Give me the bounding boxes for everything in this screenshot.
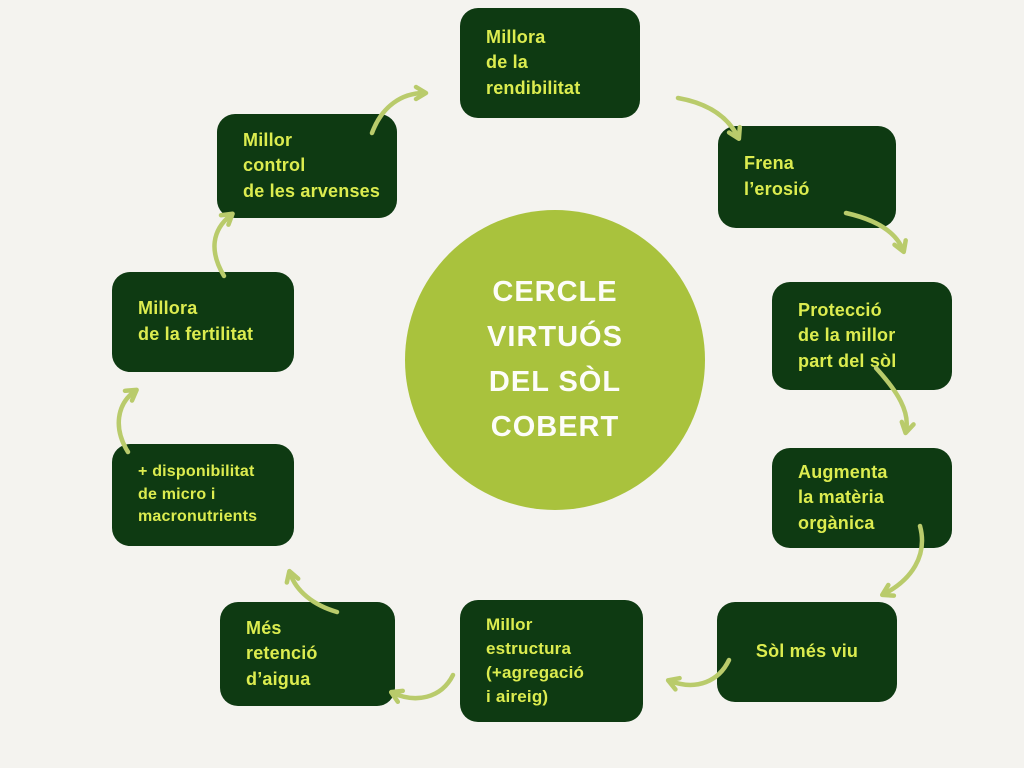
node-proteccio-millor-part-sol: Protecció de la millor part del sòl: [772, 282, 952, 390]
arrow-disponibilitat-to-fertilitat-icon: [116, 387, 139, 455]
node-augmenta-materia-organica: Augmenta la matèria orgànica: [772, 448, 952, 548]
node-millor-estructura: Millor estructura (+agregació i aireig): [460, 600, 643, 722]
node-label: Millor control de les arvenses: [243, 129, 381, 201]
node-frena-erosio: Frena l’erosió: [718, 126, 896, 228]
node-label: Sòl més viu: [755, 641, 859, 662]
node-label: Frena l’erosió: [744, 153, 810, 199]
node-sol-mes-viu: Sòl més viu: [717, 602, 897, 702]
node-label: Més retenció d’aigua: [246, 617, 318, 689]
node-label: Millora de la rendibilitat: [486, 26, 581, 98]
title-line: VIRTUÓS: [487, 321, 623, 354]
center-circle: CERCLE VIRTUÓS DEL SÒL COBERT: [405, 210, 705, 510]
arrow-fertilitat-to-control-icon: [212, 211, 235, 279]
node-disponibilitat-nutrients: + disponibilitat de micro i macronutrien…: [112, 444, 294, 546]
node-label: Millor estructura (+agregació i aireig): [486, 614, 585, 707]
node-mes-retencio-aigua: Més retenció d’aigua: [220, 602, 395, 706]
title-line: DEL SÒL: [488, 366, 622, 398]
node-label: Millora de la fertilitat: [138, 298, 254, 344]
node-millora-rendibilitat: Millora de la rendibilitat: [460, 8, 640, 118]
arrow-estructura-to-retencio-icon: [388, 672, 456, 705]
diagram-title: CERCLE VIRTUÓS DEL SÒL COBERT: [487, 270, 623, 450]
node-label: Protecció de la millor part del sòl: [798, 299, 897, 371]
node-label: + disponibilitat de micro i macronutrien…: [138, 462, 258, 526]
title-line: COBERT: [490, 410, 620, 443]
node-label: Augmenta la matèria orgànica: [798, 461, 888, 533]
node-millora-fertilitat: Millora de la fertilitat: [112, 272, 294, 372]
node-millor-control-arvenses: Millor control de les arvenses: [217, 114, 397, 218]
title-line: CERCLE: [492, 276, 618, 309]
